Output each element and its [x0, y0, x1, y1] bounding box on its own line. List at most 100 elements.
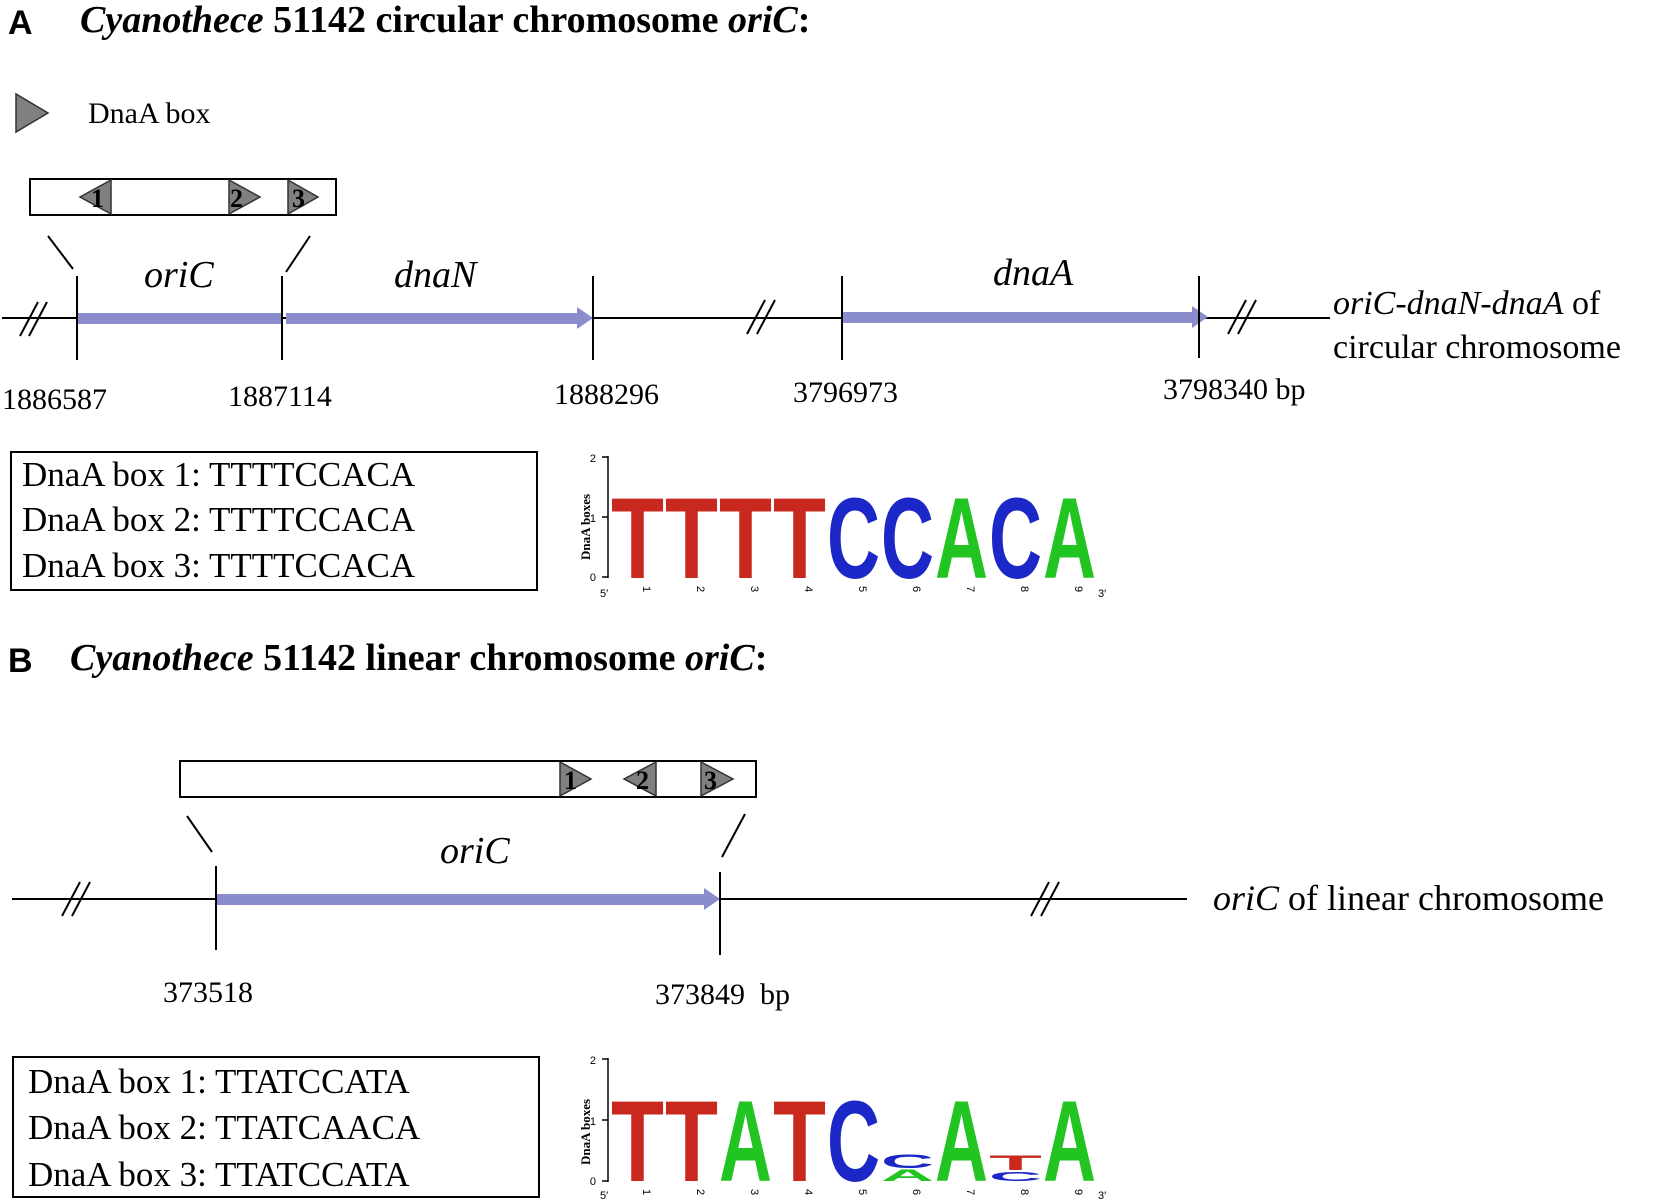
dnaa-box-legend-icon — [15, 92, 50, 134]
panel-b-break-mark-2 — [1030, 881, 1060, 917]
panel-a-logo-letter-6: C — [881, 475, 934, 603]
panel-a-box-1: 1 — [78, 178, 112, 216]
panel-a-logo-xtick-1: 1 — [640, 586, 652, 592]
panel-a-gene-label-dnan: dnaN — [394, 254, 479, 296]
panel-a-label: A — [8, 4, 33, 42]
panel-b-title-organism: Cyanothece — [70, 637, 254, 679]
panel-b-box-2: 2 — [622, 760, 657, 798]
panel-a-side-label-line2: circular chromosome — [1333, 329, 1621, 366]
panel-a-logo-letter-7: A — [935, 475, 988, 603]
panel-b-logo-xtick-8: 8 — [1018, 1189, 1030, 1195]
panel-b-ticks — [215, 866, 721, 955]
panel-a-logo-letter-1: T — [611, 475, 664, 603]
panel-a-zoom-right-line — [285, 235, 311, 273]
panel-b-logo-ytick-0: 0 — [590, 1176, 596, 1188]
panel-a-logo-xtick-6: 6 — [910, 586, 922, 592]
panel-b-title-oric: oriC — [685, 637, 755, 679]
panel-b-logo-xtick-5: 5 — [856, 1189, 868, 1195]
panel-b-logo-letter-8-t: T — [989, 1151, 1042, 1175]
panel-b-logo-ytick-2: 2 — [590, 1055, 596, 1067]
panel-b-logo-5prime: 5′ — [600, 1190, 608, 1202]
panel-a-gene-label-dnaa: dnaA — [993, 252, 1074, 294]
panel-a-title: Cyanothece 51142 circular chromosome ori… — [80, 0, 810, 41]
panel-a-logo-3prime: 3′ — [1098, 588, 1106, 600]
panel-a-box-2-triangle-icon — [228, 178, 262, 216]
panel-a-logo-ylabel: DnaA boxes — [578, 494, 593, 560]
panel-a-side-label-line1: oriC-dnaN-dnaA of — [1333, 285, 1601, 322]
panel-b-logo-xtick-6: 6 — [910, 1189, 922, 1195]
panel-a-logo-5prime: 5′ — [600, 588, 608, 600]
panel-b-box-3: 3 — [700, 760, 735, 798]
panel-b-position-1: 373518 — [163, 976, 253, 1009]
panel-b-logo-ylabel: DnaA boxes — [578, 1099, 593, 1165]
panel-b-break-mark-1 — [61, 881, 91, 917]
panel-a-logo-letter-2: T — [665, 475, 718, 603]
panel-a-title-colon: : — [798, 0, 811, 41]
panel-b-logo-letter-8-c: C — [989, 1170, 1042, 1184]
panel-b-box-3-triangle-icon — [700, 760, 735, 798]
panel-b-oric-arrow-shaft — [217, 894, 704, 905]
panel-b-box-2-triangle-icon — [622, 760, 657, 798]
panel-b-logo-3prime: 3′ — [1098, 1190, 1106, 1202]
panel-b-logo-xtick-1: 1 — [640, 1189, 652, 1195]
panel-a-logo-ytick-2: 2 — [590, 453, 596, 465]
panel-b-side-label: oriC of linear chromosome — [1213, 878, 1604, 918]
panel-b-zoom-left-line — [186, 815, 213, 853]
panel-b-label: B — [8, 642, 33, 680]
panel-a-logo-xtick-2: 2 — [694, 586, 706, 592]
panel-a-logo-xtick-9: 9 — [1072, 586, 1084, 592]
panel-a-box-1-triangle-icon — [78, 178, 112, 216]
dnaa-box-legend-label: DnaA box — [88, 97, 211, 130]
panel-a-box-2-number: 2 — [230, 184, 243, 213]
panel-b-sequence-box — [12, 1056, 540, 1198]
panel-b-logo-xtick-9: 9 — [1072, 1189, 1084, 1195]
panel-a-box-3: 3 — [287, 178, 320, 216]
panel-a-position-1: 1886587 — [2, 383, 107, 416]
panel-b-logo-letter-2: T — [665, 1078, 718, 1204]
panel-a-logo-letter-5: C — [827, 475, 880, 603]
panel-b-logo-letter-6-a: A — [881, 1166, 934, 1184]
panel-a-box-2: 2 — [228, 178, 262, 216]
panel-a-box-3-number: 3 — [292, 184, 305, 213]
panel-a-logo-letter-4: T — [773, 475, 826, 603]
panel-a-logo-letter-8: C — [989, 475, 1042, 603]
panel-a-box-1-number: 1 — [91, 184, 104, 213]
panel-a-dnan-arrow-shaft — [286, 313, 577, 324]
panel-b-zoom-right-line — [721, 813, 746, 858]
panel-b-oric-arrowhead — [704, 888, 720, 910]
panel-a-break-mark-2 — [746, 299, 776, 335]
panel-b-gene-label-oric: oriC — [440, 830, 510, 872]
panel-a-sequence-3: DnaA box 3: TTTTCCACA — [22, 546, 416, 585]
panel-b-box-1-number: 1 — [564, 766, 577, 795]
panel-a-ticks — [76, 276, 1200, 360]
panel-b-logo-xtick-7: 7 — [964, 1189, 976, 1195]
panel-b-title: Cyanothece 51142 linear chromosome oriC: — [70, 637, 767, 679]
panel-a-title-oric: oriC — [728, 0, 798, 41]
panel-a-logo-xtick-7: 7 — [964, 586, 976, 592]
panel-b-logo-letter-3: A — [719, 1078, 772, 1204]
panel-b-box-1-triangle-icon — [559, 760, 593, 798]
panel-a-break-mark-1 — [19, 301, 48, 337]
panel-a-logo-xtick-8: 8 — [1018, 586, 1030, 592]
panel-b-sequence-2: DnaA box 2: TTATCAACA — [28, 1108, 421, 1147]
panel-a-sequence-logo: 2 1 0 DnaA boxes T T T T C C A C A 1 2 3… — [578, 453, 1106, 604]
panel-a-position-3: 1888296 — [554, 378, 659, 411]
panel-b-logo-xtick-3: 3 — [748, 1189, 760, 1195]
panel-a-dnan-arrowhead — [577, 307, 593, 329]
panel-a-logo-letter-3: T — [719, 475, 772, 603]
panel-b-logo-letter-9: A — [1043, 1078, 1096, 1204]
panel-a-oric-region — [76, 313, 281, 324]
panel-a-title-organism: Cyanothece — [80, 0, 264, 41]
panel-a-box-3-triangle-icon — [287, 178, 320, 216]
panel-b-logo-letter-1: T — [611, 1078, 664, 1204]
panel-a-logo-ytick-1: 1 — [590, 513, 596, 525]
panel-b-sequence-3: DnaA box 3: TTATCCATA — [28, 1155, 410, 1194]
panel-a-break-mark-3 — [1227, 299, 1257, 335]
panel-b-logo-xtick-4: 4 — [802, 1189, 814, 1195]
panel-b-sequence-1: DnaA box 1: TTATCCATA — [28, 1062, 410, 1101]
panel-b-box-3-number: 3 — [704, 766, 717, 795]
panel-a-position-4: 3796973 — [793, 376, 898, 409]
panel-b-box-1: 1 — [559, 760, 593, 798]
panel-a-sequence-2: DnaA box 2: TTTTCCACA — [22, 500, 416, 539]
